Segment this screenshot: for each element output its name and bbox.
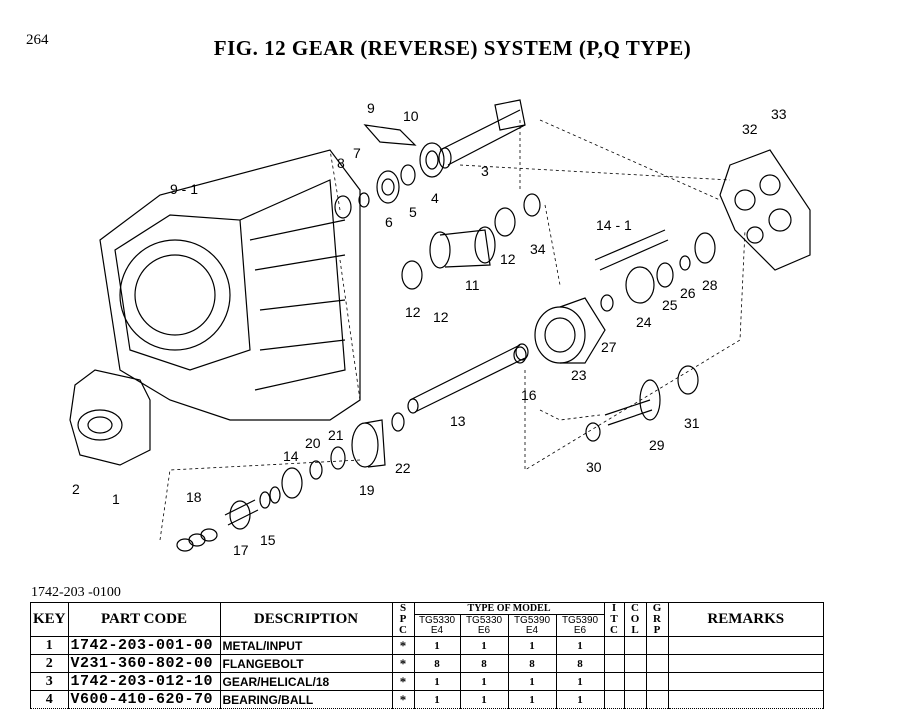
callout: 12	[433, 309, 449, 325]
callout: 14 - 1	[596, 217, 632, 233]
callout: 8	[337, 155, 345, 171]
callout: 9 - 1	[170, 181, 198, 197]
header-description: DESCRIPTION	[219, 602, 393, 637]
callout: 4	[431, 190, 439, 206]
callout: 28	[702, 277, 718, 293]
drawing-code: 1742-203 -0100	[31, 585, 121, 600]
callout: 15	[260, 532, 276, 548]
callout: 27	[601, 339, 617, 355]
callout: 25	[662, 297, 678, 313]
page-number: 264	[26, 32, 49, 48]
figure-title: FIG. 12 GEAR (REVERSE) SYSTEM (P,Q TYPE)	[213, 36, 692, 60]
callout: 3	[481, 163, 489, 179]
header-part-code: PART CODE	[67, 602, 221, 637]
callout: 2	[72, 481, 80, 497]
callout: 33	[771, 106, 787, 122]
callout: 7	[353, 145, 361, 161]
callout: 9	[367, 100, 375, 116]
callout: 16	[521, 387, 537, 403]
callout: 19	[359, 482, 375, 498]
callout: 10	[403, 108, 419, 124]
callout: 21	[328, 427, 344, 443]
callout: 22	[395, 460, 411, 476]
exploded-parts-diagram: 9 10 7 8 3 33 32 9 - 1 6 5 4 34 14 - 1 1…	[69, 99, 811, 558]
callout: 12	[500, 251, 516, 267]
countershaft	[409, 344, 526, 413]
callout: 13	[450, 413, 466, 429]
callout: 32	[742, 121, 758, 137]
callout: 17	[233, 542, 249, 558]
callout: 26	[680, 285, 696, 301]
callout: 11	[465, 277, 480, 293]
housing-outline	[99, 149, 361, 421]
front-cover	[69, 369, 151, 466]
callout: 18	[186, 489, 202, 505]
callout: 14	[283, 448, 299, 464]
callout: 20	[305, 435, 321, 451]
callout: 30	[586, 459, 602, 475]
table-row: 3 1742-203-012-10 GEAR/HELICAL/18 * 1 1 …	[30, 672, 825, 691]
callout: 1	[112, 491, 120, 507]
callout: 5	[409, 204, 417, 220]
callout: 31	[684, 415, 700, 431]
callout: 23	[571, 367, 587, 383]
table-row: 1 1742-203-001-00 METAL/INPUT * 1 1 1 1	[30, 636, 825, 655]
header-key: KEY	[30, 602, 69, 637]
callout: 24	[636, 314, 652, 330]
callout: 6	[385, 214, 393, 230]
table-row: 2 V231-360-802-00 FLANGEBOLT * 8 8 8 8	[30, 654, 825, 673]
callout: 34	[530, 241, 546, 257]
rear-cover	[719, 149, 811, 271]
callout: 12	[405, 304, 421, 320]
header-type-of-model: TYPE OF MODEL	[413, 601, 605, 616]
header-remarks: REMARKS	[667, 602, 825, 637]
callout: 29	[649, 437, 665, 453]
table-row: 4 V600-410-620-70 BEARING/BALL * 1 1 1 1	[30, 690, 825, 709]
